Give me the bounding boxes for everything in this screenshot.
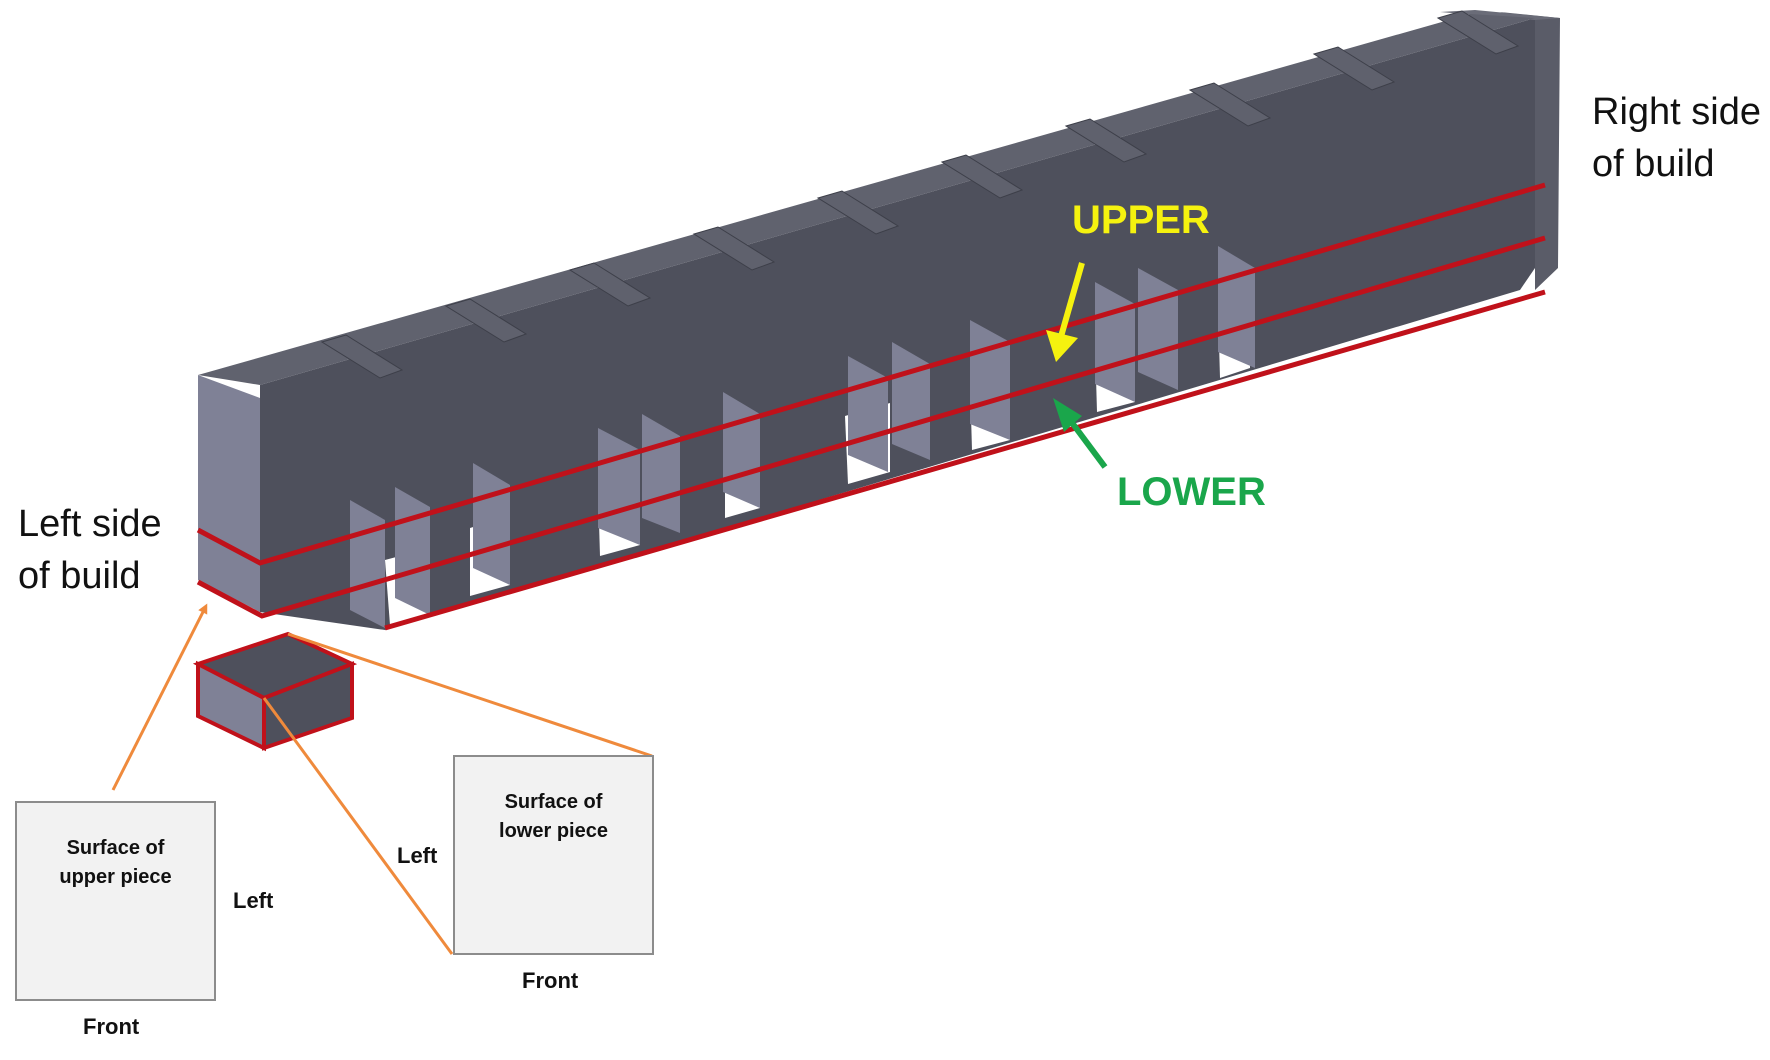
small-piece: [192, 631, 358, 752]
top-ribs: [320, 10, 1520, 379]
cut-lines: [196, 182, 1546, 631]
build-right-tip: [1440, 10, 1560, 20]
build-top-rim: [198, 14, 1535, 385]
right-side-label: Right side of build: [1592, 91, 1761, 185]
upper-surface-box: [15, 801, 216, 1001]
left-side-label: Left side of build: [18, 503, 162, 597]
upper-left-label: Left: [233, 888, 274, 913]
lower-surface-label: Surface of lower piece: [499, 791, 608, 842]
build-right-end: [1500, 12, 1560, 290]
build-front-face: [260, 18, 1535, 630]
lower-left-label: Left: [397, 843, 438, 868]
upper-surface-label: Surface of upper piece: [59, 837, 172, 888]
upper-front-label: Front: [83, 1014, 140, 1039]
lower-arrow: [1053, 398, 1108, 469]
pointer-lines: [111, 603, 653, 955]
lower-surface-box: [453, 755, 654, 955]
lower-label: LOWER: [1117, 470, 1266, 514]
build-left-face: [198, 375, 260, 612]
lower-front-label: Front: [522, 968, 579, 993]
upper-arrow: [1046, 262, 1085, 362]
upper-label: UPPER: [1072, 198, 1210, 242]
